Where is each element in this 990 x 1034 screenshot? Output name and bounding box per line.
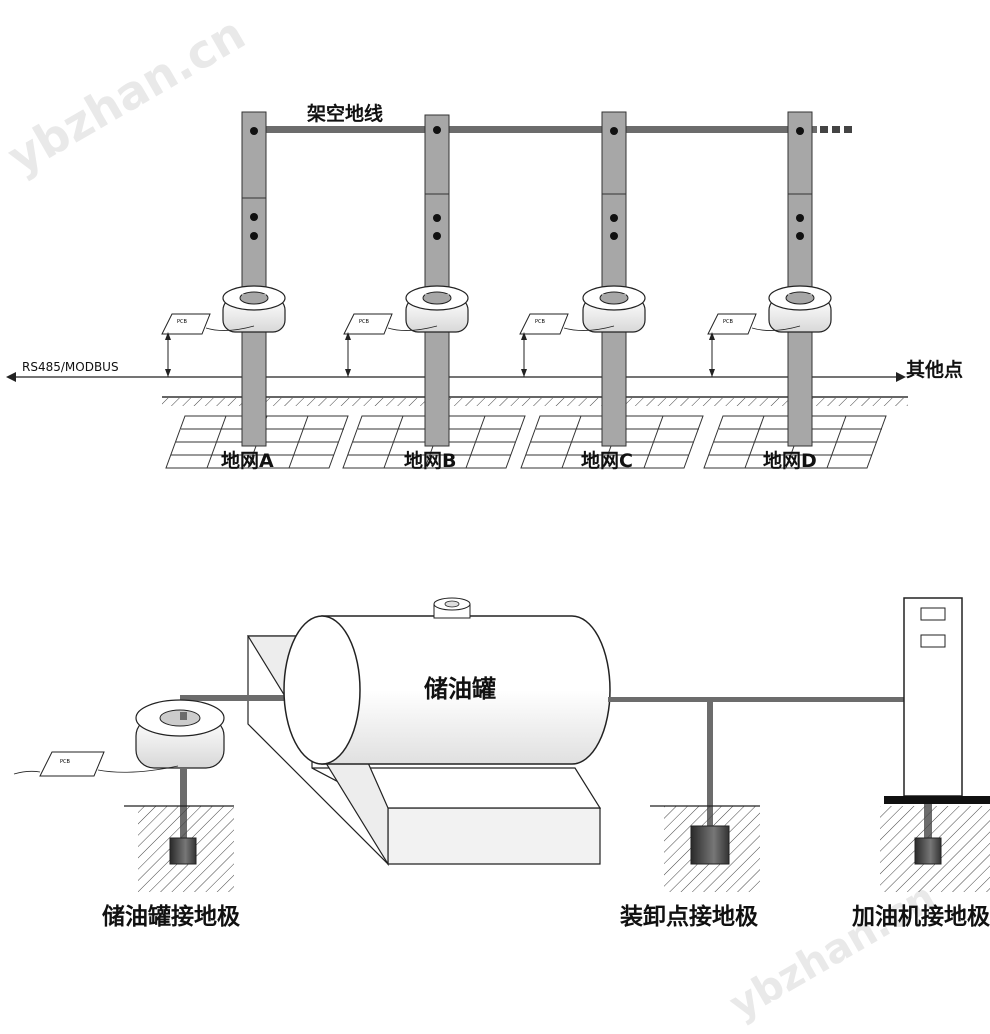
current-transformer-a	[222, 285, 286, 333]
fuel-dispenser	[884, 597, 990, 840]
current-transformer-c	[582, 285, 646, 333]
rs485-bus-line	[6, 372, 906, 382]
oil-storage-tank	[283, 597, 611, 765]
dispenser-ground-electrode	[914, 837, 942, 865]
current-transformer-tank	[135, 699, 225, 769]
loading-point-electrode	[690, 825, 730, 865]
watermark-top: ybzhan.cn	[0, 6, 254, 185]
loading-point-rod	[707, 700, 713, 826]
pcb-label-a: PCB	[177, 319, 188, 325]
current-transformer-d	[768, 285, 832, 333]
pcb-label-tank: PCB	[60, 759, 71, 765]
bus-label: RS485/MODBUS	[22, 360, 119, 374]
ground-surface	[162, 396, 908, 406]
pipe-to-dispenser	[608, 697, 906, 702]
pcb-board-c: PCB	[519, 313, 615, 377]
tower-b: PCB 地网B	[342, 114, 526, 472]
overhead-ground-wire	[262, 126, 852, 133]
pcb-board-b: PCB	[343, 313, 438, 377]
tower-c: PCB 地网C	[519, 111, 704, 472]
oil-tank-label: 储油罐	[424, 675, 496, 703]
current-transformer-b	[405, 285, 469, 333]
overhead-wire-label: 架空地线	[306, 102, 383, 125]
tank-support-base	[246, 635, 602, 867]
loading-electrode-label: 装卸点接地极	[620, 903, 758, 930]
tank-ground-electrode	[169, 837, 197, 865]
pcb-board-a: PCB	[161, 313, 255, 377]
tower-a: PCB 地网A	[161, 111, 349, 472]
ground-grid-label-a: 地网A	[221, 449, 274, 472]
watermark-bottom: ybzhan.cn	[722, 874, 944, 1029]
tank-electrode-label: 储油罐接地极	[102, 903, 240, 930]
pcb-board-d: PCB	[707, 313, 801, 377]
ground-grid-label-c: 地网C	[581, 449, 633, 472]
pcb-board-tank: PCB	[13, 751, 179, 777]
ground-grid-label-b: 地网B	[404, 449, 456, 472]
pcb-label-d: PCB	[723, 319, 734, 325]
tower-d: PCB 地网D	[703, 111, 887, 472]
pcb-label-b: PCB	[359, 319, 370, 325]
pcb-label-c: PCB	[535, 319, 546, 325]
other-points-label: 其他点	[906, 358, 963, 381]
dispenser-electrode-label: 加油机接地极	[851, 904, 990, 930]
ground-grid-label-d: 地网D	[763, 449, 817, 472]
